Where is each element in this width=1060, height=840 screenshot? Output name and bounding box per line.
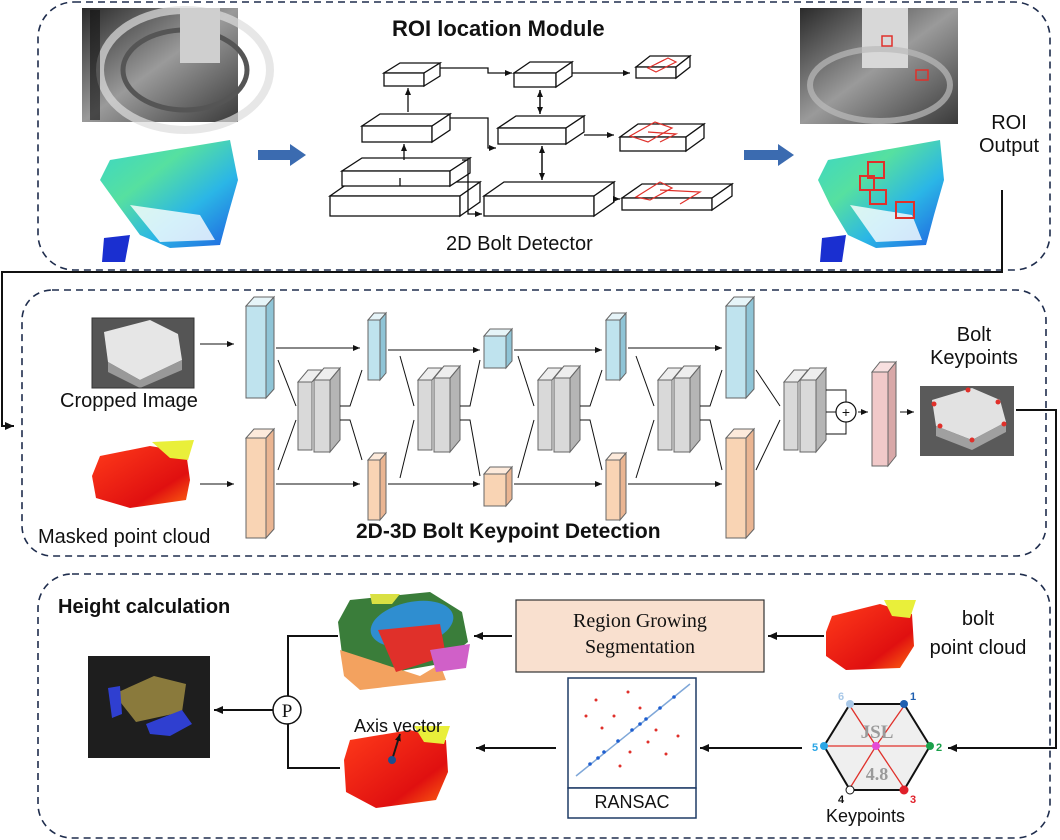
height-flow-arrows <box>214 632 824 769</box>
keypoint-index-2: 2 <box>936 742 942 754</box>
roi-output-image <box>800 8 958 124</box>
roi-output-label: ROI Output <box>964 112 1054 158</box>
roi-output-point-cloud <box>818 140 944 262</box>
roi-to-keypoint-connector <box>1 190 1003 430</box>
feature-sum-symbol: + <box>842 404 850 420</box>
feature-sum-node <box>835 401 857 423</box>
roi-output-label-line2: Output <box>978 135 1040 157</box>
fusion-symbol: P <box>282 701 293 722</box>
height-result-image <box>88 656 210 758</box>
bolt-keypoints-label-line2: Keypoints <box>930 347 1018 369</box>
roi-input-arrow <box>258 144 306 166</box>
bolt-keypoints-label-line1: Bolt <box>956 324 992 346</box>
hexagon-head-text-top: JSL <box>861 722 894 743</box>
bolt-keypoints-image <box>920 386 1014 456</box>
keypoint-index-4: 4 <box>838 794 845 806</box>
bolt-point-cloud-label-line2: point cloud <box>929 637 1027 659</box>
detected-roi-boxes <box>628 57 703 205</box>
keypoint-index-1: 1 <box>910 691 916 703</box>
keypoint-network <box>244 295 898 540</box>
region-growing-label-line1: Region Growing <box>573 610 707 632</box>
keypoints-label: Keypoints <box>826 806 906 826</box>
keypoint-hexagon-marker <box>820 700 934 795</box>
region-growing-label-line2: Segmentation <box>585 636 695 658</box>
keypoint-index-6: 6 <box>838 691 844 703</box>
roi-module-frame <box>37 1 1051 271</box>
region-growing-box <box>515 599 765 673</box>
ransac-panel <box>567 677 697 819</box>
masked-point-cloud-thumbnail <box>92 440 194 508</box>
keypoint-module-frame <box>21 289 1047 557</box>
axis-vector-cloud <box>344 726 450 808</box>
detector-flow-arrows <box>399 67 630 217</box>
roi-input-image <box>82 6 274 134</box>
roi-input-point-cloud <box>100 140 238 262</box>
keypoint-network-links <box>276 345 914 487</box>
roi-output-label-line1: ROI <box>991 112 1027 134</box>
axis-vector-label: Axis vector <box>354 716 443 736</box>
hexagon-head-text-bottom: 4.8 <box>866 764 889 784</box>
bolt-point-cloud-label: bolt point cloud <box>916 608 1040 660</box>
keypoint-index-3: 3 <box>910 794 916 806</box>
region-growing-label: Region Growing Segmentation <box>516 610 764 659</box>
height-module-frame <box>37 573 1051 839</box>
cropped-image-label: Cropped Image <box>60 390 198 412</box>
height-module-title: Height calculation <box>58 596 231 618</box>
keypoint-module-title: 2D-3D Bolt Keypoint Detection <box>356 520 661 543</box>
cropped-image-thumbnail <box>91 317 195 389</box>
bolt-detector-network <box>327 54 735 218</box>
segmented-point-cloud <box>338 592 470 690</box>
bolt-detector-label: 2D Bolt Detector <box>446 233 593 255</box>
fusion-node <box>272 695 302 725</box>
roi-output-arrow <box>744 144 794 166</box>
bolt-point-cloud-label-line1: bolt <box>961 608 995 630</box>
roi-module-title: ROI location Module <box>392 16 605 41</box>
keypoint-index-5: 5 <box>812 742 818 754</box>
masked-point-cloud-label: Masked point cloud <box>38 526 211 548</box>
bolt-point-cloud <box>826 600 916 670</box>
keypoint-to-height-connector <box>948 409 1057 752</box>
ransac-label: RANSAC <box>594 792 670 812</box>
bolt-keypoints-label: Bolt Keypoints <box>924 324 1024 370</box>
